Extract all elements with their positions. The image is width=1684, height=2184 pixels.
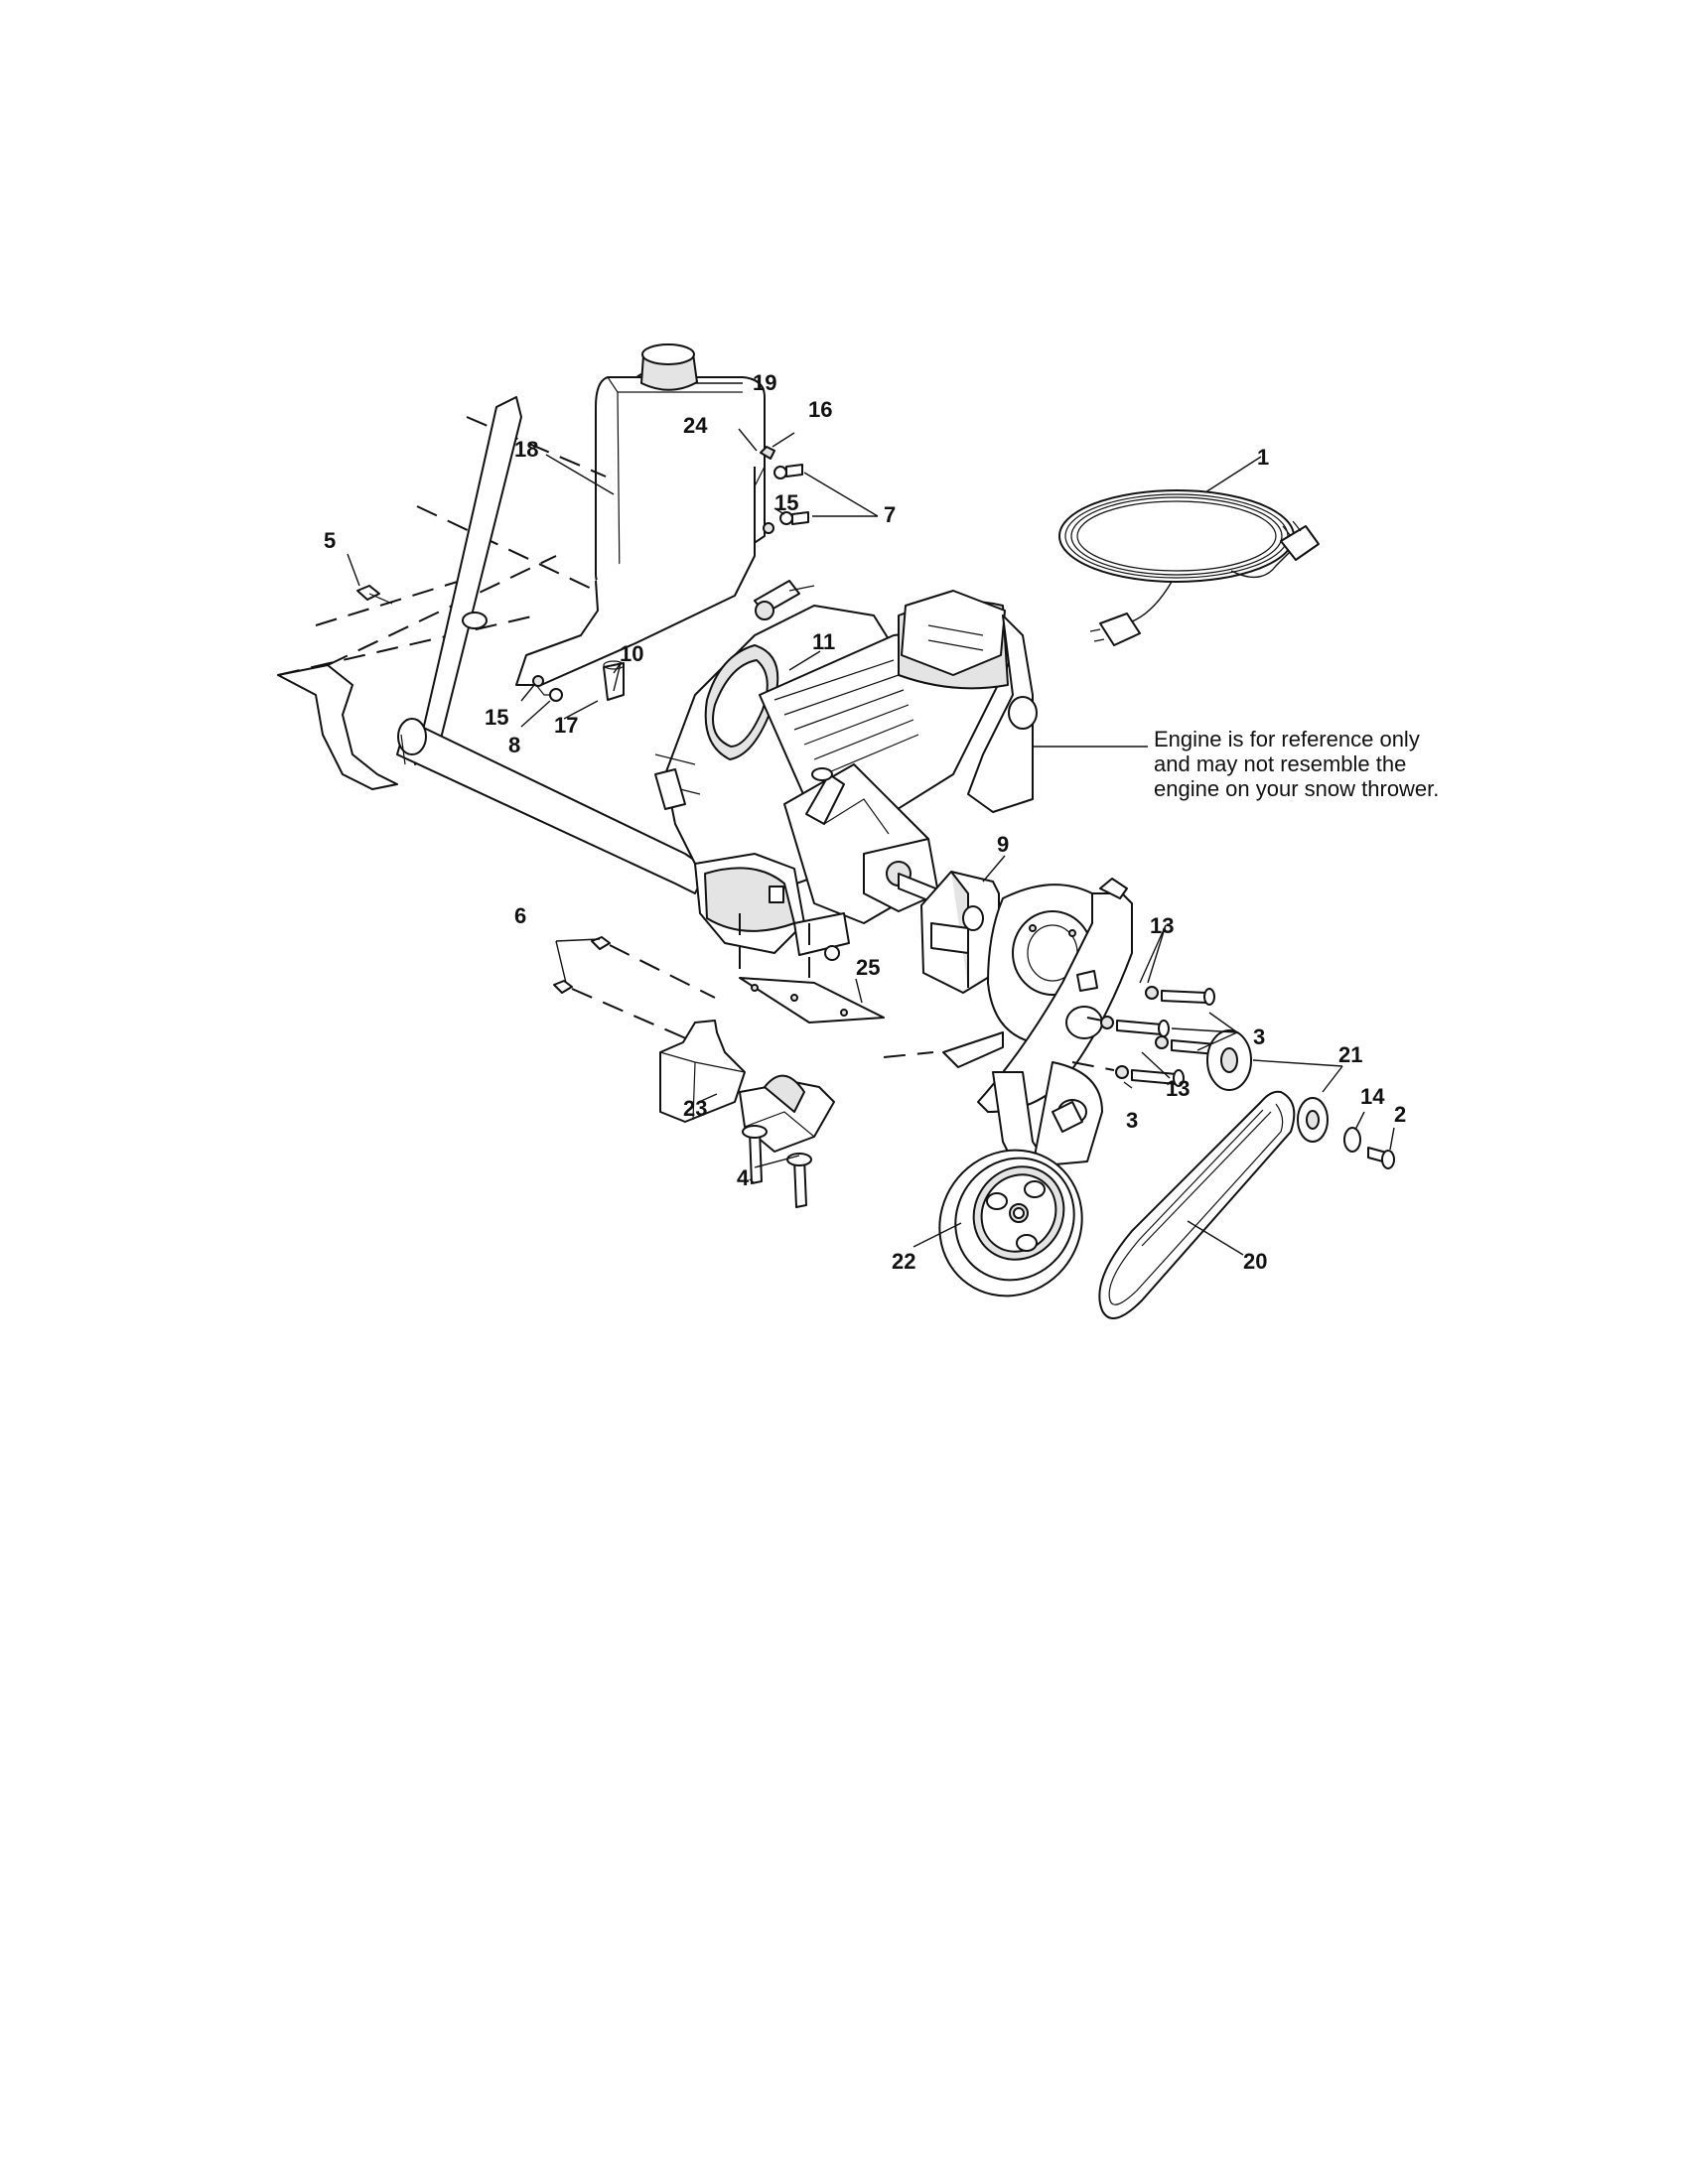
engine-note-line-2: and may not resemble the bbox=[1154, 751, 1406, 776]
heat-shield-plate-part bbox=[739, 913, 885, 1024]
callout-11: 11 bbox=[812, 629, 835, 654]
idler-pulley-part bbox=[1206, 1029, 1329, 1143]
callout-1: 1 bbox=[1257, 445, 1269, 470]
callout-8: 8 bbox=[508, 733, 520, 757]
callout-leaders bbox=[347, 382, 1395, 1256]
callout-16: 16 bbox=[808, 397, 832, 422]
drive-pulley-part bbox=[938, 1149, 1083, 1297]
callout-23: 23 bbox=[683, 1096, 707, 1121]
electric-starter-cord-part bbox=[1058, 489, 1320, 646]
tank-hardware-part bbox=[760, 446, 809, 534]
callout-15-left: 15 bbox=[485, 705, 508, 730]
callout-labels: 19 24 16 18 15 7 1 5 11 10 15 17 8 Engin… bbox=[324, 370, 1439, 1274]
auger-housing-part bbox=[277, 396, 708, 894]
callout-6: 6 bbox=[514, 903, 526, 928]
engine-note-line-3: engine on your snow thrower. bbox=[1154, 776, 1439, 801]
pulley-washer-bolt-part bbox=[1343, 1127, 1395, 1169]
callout-9: 9 bbox=[997, 832, 1009, 857]
callout-14: 14 bbox=[1360, 1084, 1385, 1109]
callout-17: 17 bbox=[554, 713, 578, 738]
callout-3-right: 3 bbox=[1253, 1024, 1265, 1049]
callout-7: 7 bbox=[884, 502, 896, 527]
engine-note-line-1: Engine is for reference only bbox=[1154, 727, 1420, 751]
callout-21: 21 bbox=[1338, 1042, 1362, 1067]
callout-22: 22 bbox=[892, 1249, 915, 1274]
callout-13-bottom: 13 bbox=[1166, 1076, 1190, 1101]
engine-part bbox=[654, 580, 1038, 961]
callout-5: 5 bbox=[324, 528, 336, 553]
v-belt-part bbox=[1098, 1090, 1296, 1319]
callout-24: 24 bbox=[683, 413, 708, 438]
mount-bolts-part bbox=[742, 1125, 812, 1208]
callout-2: 2 bbox=[1394, 1102, 1406, 1127]
callout-25: 25 bbox=[856, 955, 880, 980]
callout-19: 19 bbox=[753, 370, 776, 395]
callout-3-bottom: 3 bbox=[1126, 1108, 1138, 1133]
belt-cover-part bbox=[883, 878, 1133, 1182]
callout-18: 18 bbox=[514, 437, 538, 462]
callout-15-top: 15 bbox=[774, 490, 798, 515]
callout-10: 10 bbox=[620, 641, 643, 666]
callout-20: 20 bbox=[1243, 1249, 1267, 1274]
callout-4: 4 bbox=[737, 1165, 750, 1190]
callout-13-top: 13 bbox=[1150, 913, 1174, 938]
